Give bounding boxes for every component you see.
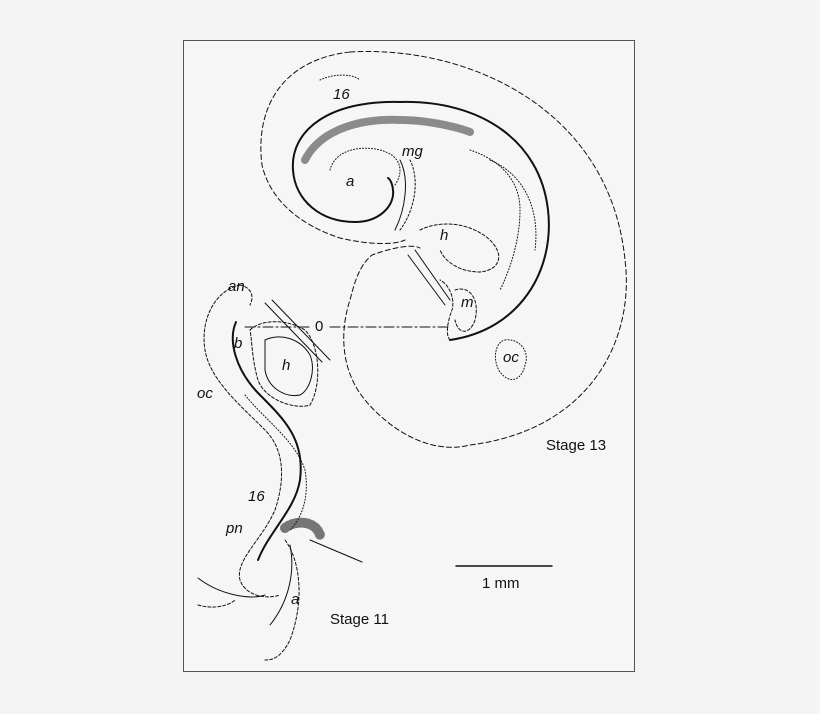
label-stage13-allantois: a (346, 173, 355, 190)
stage11-neural-bold (231, 321, 302, 561)
stage13-stipple (301, 115, 474, 164)
stage13-otic (494, 339, 527, 380)
label-stage11-heart: h (282, 357, 291, 374)
stage11-stipple (280, 517, 325, 540)
label-stage13-otic: oc (503, 349, 519, 366)
label-stage13-midgut: mg (402, 143, 423, 160)
label-stage13-mouth: m (461, 294, 474, 311)
stage13-outer-outline (260, 50, 627, 448)
stage13-body-outline (291, 100, 550, 341)
label-stage13-somite: 16 (333, 86, 350, 103)
label-stage11-somite: 16 (248, 488, 265, 505)
label-stage11-allantois: a (291, 591, 300, 608)
label-stage11-anterior-neuropore: an (228, 278, 245, 295)
stage11-outer (203, 284, 283, 598)
stage11-title: Stage 11 (330, 611, 389, 628)
stage13-title: Stage 13 (546, 437, 607, 454)
label-stage11-otic: oc (197, 385, 213, 402)
reference-line-label: 0 (315, 318, 324, 335)
label-stage13-heart: h (440, 227, 449, 244)
scale-bar-label: 1 mm (482, 575, 520, 592)
embryo-figure (183, 40, 635, 672)
label-stage11-brain: b (234, 335, 243, 352)
label-stage11-posterior-neuropore: pn (226, 520, 243, 537)
